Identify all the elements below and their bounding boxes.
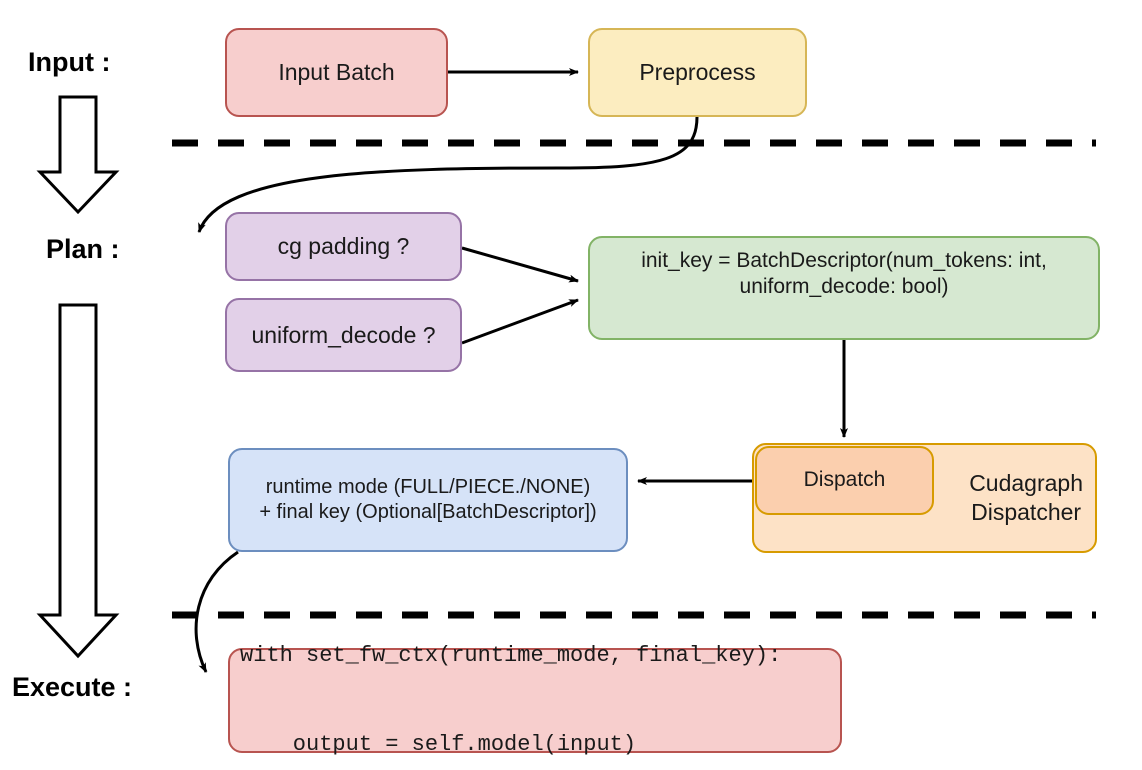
node-cg-padding-label: cg padding ? [277, 233, 410, 260]
node-init-key-line2: uniform_decode: bool) [739, 275, 949, 299]
node-execute-code-line2: output = self.model(input) [240, 732, 637, 758]
stage-label-input: Input : [28, 47, 111, 77]
stage-arrow-input-to-plan [36, 95, 120, 215]
arrow-uniform-decode-to-init-key [461, 298, 579, 345]
node-preprocess[interactable]: Preprocess [588, 28, 807, 117]
stage-arrow-plan-to-execute [36, 303, 120, 659]
node-execute-code-line1: with set_fw_ctx(runtime_mode, final_key)… [240, 643, 782, 669]
node-input-batch[interactable]: Input Batch [225, 28, 448, 117]
node-cg-padding[interactable]: cg padding ? [225, 212, 462, 281]
node-runtime-mode-line2: + final key (Optional[BatchDescriptor]) [259, 501, 597, 523]
node-uniform-decode-label: uniform_decode ? [251, 321, 436, 348]
node-runtime-mode-line1: runtime mode (FULL/PIECE./NONE) [265, 476, 591, 498]
node-init-key-line1: init_key = BatchDescriptor(num_tokens: i… [641, 249, 1047, 272]
stage-label-plan: Plan : [46, 234, 120, 264]
node-execute-code[interactable]: with set_fw_ctx(runtime_mode, final_key)… [228, 643, 842, 757]
node-cudagraph-dispatcher-label: Cudagraph Dispatcher [969, 470, 1083, 525]
stage-label-execute: Execute : [12, 672, 133, 702]
node-runtime-mode[interactable]: runtime mode (FULL/PIECE./NONE) + final … [228, 448, 628, 552]
node-preprocess-label: Preprocess [639, 59, 756, 86]
arrow-cg-padding-to-init-key [461, 246, 579, 283]
node-dispatch[interactable]: Dispatch [755, 446, 934, 515]
node-dispatch-label: Dispatch [803, 468, 886, 492]
node-uniform-decode[interactable]: uniform_decode ? [225, 298, 462, 372]
node-input-batch-label: Input Batch [278, 59, 395, 86]
node-init-key[interactable]: init_key = BatchDescriptor(num_tokens: i… [588, 236, 1100, 340]
